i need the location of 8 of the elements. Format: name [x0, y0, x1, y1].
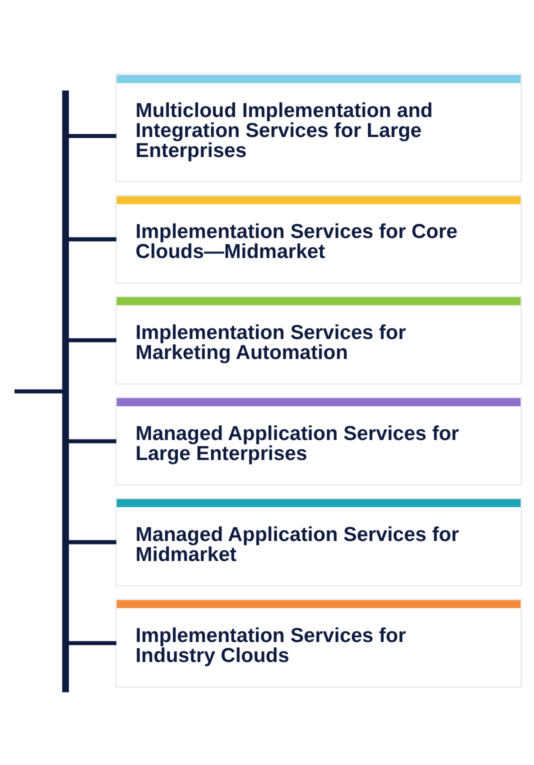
node-bar [62, 90, 69, 692]
connector [68, 540, 116, 544]
connector [68, 338, 116, 342]
connector [68, 236, 116, 241]
connector [68, 133, 116, 138]
connector [68, 640, 116, 645]
connector [14, 388, 63, 393]
connector [68, 438, 116, 443]
